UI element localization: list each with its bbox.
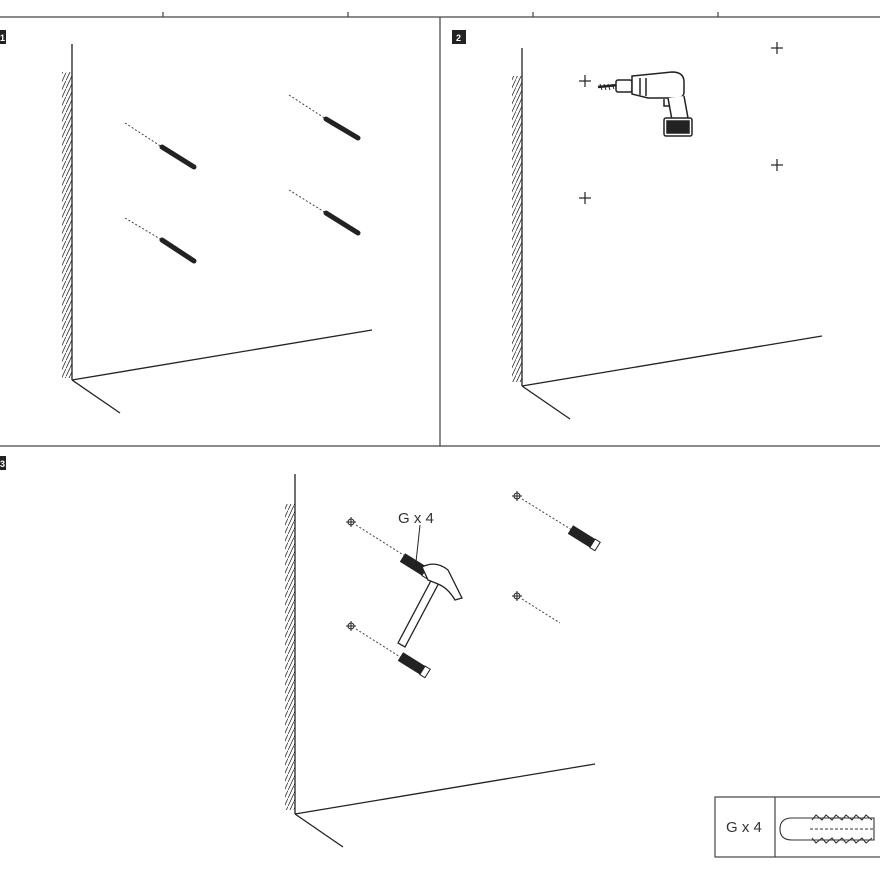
step-3-number: 3 — [0, 459, 5, 469]
callout-label: G x 4 — [398, 510, 434, 527]
step-3-badge: 3 — [0, 456, 6, 470]
hole-mark-icon — [579, 42, 783, 204]
hammer-icon — [397, 563, 463, 648]
top-ruler — [0, 12, 880, 18]
callout: G x 4 — [398, 510, 434, 563]
parts-quantity: G x 4 — [726, 819, 762, 836]
hole-mark-icon — [346, 491, 522, 631]
step-2-panel: 2 — [452, 30, 823, 420]
step-2-number: 2 — [456, 33, 461, 43]
wall-anchor-icon — [779, 814, 875, 844]
drill-icon — [597, 71, 693, 137]
step-3-panel: 3 — [0, 456, 880, 858]
step-1-number: 1 — [0, 33, 5, 43]
step-1-panel: 1 — [0, 30, 373, 414]
parts-box: G x 4 — [714, 796, 880, 858]
wall-corner — [62, 44, 373, 414]
panel-frames — [0, 17, 880, 447]
step-2-badge: 2 — [452, 30, 466, 44]
wall-anchor-icon — [397, 525, 601, 679]
insertion-guides — [355, 498, 573, 661]
pencil-icon — [124, 94, 361, 264]
wall-corner — [285, 474, 596, 848]
step-1-badge: 1 — [0, 30, 6, 44]
wall-corner — [512, 48, 823, 420]
